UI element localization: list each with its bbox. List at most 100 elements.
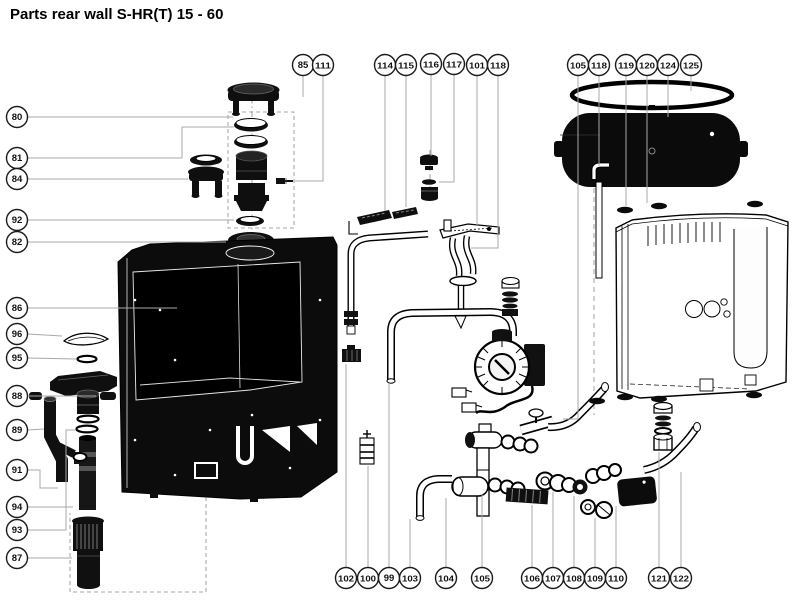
callout-balloon[interactable]: [647, 566, 671, 590]
callout-95[interactable]: 95: [5, 346, 77, 370]
air-vent-valve: [420, 154, 438, 201]
callout-115[interactable]: 115: [394, 53, 418, 208]
union-fitting-cluster: [535, 463, 622, 519]
callout-94[interactable]: 94: [5, 495, 74, 519]
flow-restrictor-box: [617, 476, 657, 507]
callout-leader-line: [27, 428, 45, 431]
small-angle-bracket: [348, 221, 358, 235]
callout-leader-line: [28, 469, 58, 489]
callout-number: 87: [12, 553, 23, 564]
callout-118[interactable]: 118: [471, 53, 510, 249]
callout-balloon[interactable]: [5, 546, 29, 570]
callout-balloon[interactable]: [5, 322, 29, 346]
callout-number: 86: [12, 303, 23, 314]
callout-balloon[interactable]: [398, 566, 422, 590]
callout-104[interactable]: 104: [434, 498, 458, 590]
callout-116[interactable]: 116: [419, 52, 443, 157]
callout-99[interactable]: 99: [377, 383, 401, 590]
callout-88[interactable]: 88: [5, 384, 97, 408]
trap-orings-pair: [75, 414, 100, 434]
callout-balloon[interactable]: [5, 495, 29, 519]
rear-casing-panel: [615, 213, 789, 399]
callout-leader-line: [28, 429, 75, 531]
callout-balloon[interactable]: [334, 566, 358, 590]
callout-106[interactable]: 106: [520, 505, 544, 590]
callout-balloon[interactable]: [587, 53, 611, 77]
callout-107[interactable]: 107: [541, 492, 565, 590]
callout-balloon[interactable]: [679, 53, 703, 77]
callout-96[interactable]: 96: [5, 322, 63, 346]
callout-105[interactable]: 105: [563, 53, 590, 420]
callout-balloon[interactable]: [656, 53, 680, 77]
callout-balloon[interactable]: [5, 458, 29, 482]
callout-91[interactable]: 91: [5, 458, 59, 489]
callout-balloon[interactable]: [669, 566, 693, 590]
callout-101[interactable]: 101: [465, 53, 489, 226]
callout-balloon[interactable]: [5, 296, 29, 320]
callout-number: 80: [12, 112, 23, 123]
callout-balloon[interactable]: [5, 384, 29, 408]
callout-110[interactable]: 110: [604, 506, 628, 590]
callout-balloon[interactable]: [5, 518, 29, 542]
callout-120[interactable]: 120: [635, 53, 659, 204]
pipe-flange-plates: [357, 207, 418, 225]
callout-number: 93: [12, 525, 23, 536]
callout-balloon[interactable]: [394, 53, 418, 77]
callout-balloon[interactable]: [5, 105, 29, 129]
callout-balloon[interactable]: [311, 53, 335, 77]
callout-balloon[interactable]: [486, 53, 510, 77]
ribbed-sleeve: [505, 487, 549, 505]
callout-number: 85: [298, 60, 309, 71]
callout-85[interactable]: 85: [291, 53, 315, 98]
callout-leader-line: [295, 76, 324, 182]
callout-108[interactable]: 108: [562, 496, 586, 590]
callout-125[interactable]: 125: [679, 53, 703, 92]
callout-balloon[interactable]: [5, 230, 29, 254]
left-adapter-assembly: [188, 154, 224, 198]
pump-assembly: [451, 329, 545, 415]
callout-balloon[interactable]: [470, 566, 494, 590]
callout-92[interactable]: 92: [5, 208, 235, 232]
callout-122[interactable]: 122: [669, 472, 693, 590]
flue-drain-pipe: [344, 230, 429, 335]
callout-93[interactable]: 93: [5, 429, 76, 542]
callout-number: 88: [12, 391, 23, 402]
callout-balloon[interactable]: [5, 167, 29, 191]
callout-84[interactable]: 84: [5, 167, 189, 191]
callout-103[interactable]: 103: [398, 519, 422, 590]
callout-102[interactable]: 102: [334, 364, 358, 590]
callout-114[interactable]: 114: [373, 53, 397, 212]
callout-89[interactable]: 89: [5, 418, 45, 442]
callout-81[interactable]: 81: [5, 126, 235, 170]
callout-82[interactable]: 82: [5, 230, 227, 254]
callout-balloon[interactable]: [5, 418, 29, 442]
callout-100[interactable]: 100: [356, 466, 380, 590]
callout-86[interactable]: 86: [5, 296, 178, 320]
callout-balloon[interactable]: [419, 52, 443, 76]
callout-number: 81: [12, 153, 23, 164]
callout-111[interactable]: 111: [295, 53, 335, 182]
callout-118[interactable]: 118: [587, 53, 611, 167]
expansion-vessel: [554, 113, 748, 187]
callout-87[interactable]: 87: [5, 546, 73, 570]
callout-number: 110: [608, 574, 624, 584]
callout-leader-line: [471, 76, 499, 249]
long-supply-pipe: [386, 307, 517, 384]
callout-105[interactable]: 105: [470, 494, 494, 590]
callout-109[interactable]: 109: [583, 518, 607, 590]
callout-124[interactable]: 124: [656, 53, 680, 118]
callout-balloon[interactable]: [5, 208, 29, 232]
callout-117[interactable]: 117: [439, 52, 466, 183]
callout-balloon[interactable]: [442, 52, 466, 76]
tee-rings: [500, 434, 539, 454]
callout-119[interactable]: 119: [614, 53, 638, 207]
callout-balloon[interactable]: [604, 566, 628, 590]
callout-121[interactable]: 121: [647, 452, 671, 590]
callout-number: 117: [446, 60, 462, 70]
callout-balloon[interactable]: [5, 346, 29, 370]
flue-gasket-stack: [234, 118, 269, 226]
pump-inlet-stack: [501, 276, 520, 316]
callout-80[interactable]: 80: [5, 105, 234, 129]
callout-balloon[interactable]: [434, 566, 458, 590]
